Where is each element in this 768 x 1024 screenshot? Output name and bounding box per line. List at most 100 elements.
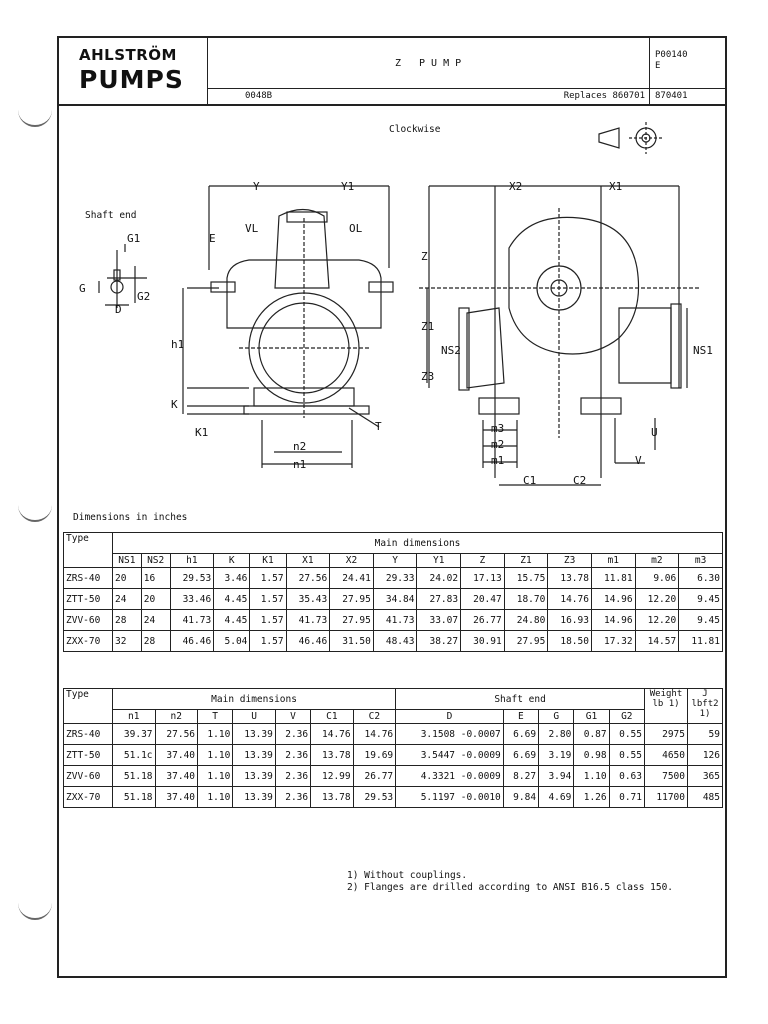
table-cell: 5.1197 -0.0010: [395, 786, 504, 808]
table-cell: 4.3321 -0.0009: [395, 765, 504, 787]
document-code: P00140: [655, 50, 688, 60]
table2-col-header: G: [538, 709, 575, 724]
table1-col-header: X2: [329, 553, 374, 568]
table-cell: 1.10: [573, 765, 610, 787]
table2-shaft-group-header: Shaft end: [395, 688, 645, 710]
table-cell: 11.81: [678, 630, 723, 652]
table-cell: 14.96: [590, 588, 636, 610]
table-cell: 0.87: [573, 723, 610, 745]
table-cell: 27.56: [154, 723, 199, 745]
table-cell: 13.78: [310, 744, 354, 766]
table-cell: 1.57: [249, 609, 287, 631]
table2-column-header-row: n1 n2 T U V C1 C2 D E G G1 G2: [64, 709, 723, 724]
table-cell: 0.63: [608, 765, 646, 787]
table1-col-header: K: [213, 553, 251, 568]
table-cell: 3.46: [213, 567, 251, 589]
table2-col-header: C1: [310, 709, 354, 724]
row-type: ZVV-60: [63, 765, 113, 787]
table1-col-header: NS2: [140, 553, 171, 568]
units-label: Dimensions in inches: [73, 512, 188, 523]
table-cell: 2.36: [274, 786, 312, 808]
table-cell: 41.73: [169, 609, 215, 631]
dim-label-y1: Y1: [341, 180, 355, 193]
dim-label-k1: K1: [195, 426, 209, 439]
table-cell: 14.76: [547, 588, 592, 610]
table-cell: 13.78: [547, 567, 592, 589]
table-cell: 29.33: [372, 567, 418, 589]
table-cell: 1.10: [197, 723, 234, 745]
table-cell: 16.93: [547, 609, 592, 631]
table1-col-header: Y1: [416, 553, 462, 568]
table-cell: 29.53: [352, 786, 397, 808]
table-cell: 26.77: [460, 609, 505, 631]
table-cell: 4.45: [213, 588, 251, 610]
shaft-end-table: Type Main dimensions Shaft end Weight lb…: [63, 688, 723, 808]
table-cell: 30.91: [460, 630, 505, 652]
binder-hole: [18, 500, 52, 522]
rotation-label: Clockwise: [389, 124, 441, 135]
table-cell: 33.07: [416, 609, 462, 631]
table2-main-group-header: Main dimensions: [111, 688, 397, 710]
dim-label-m1: m1: [491, 454, 505, 467]
table1-col-header: m1: [590, 553, 636, 568]
table1-col-header: X1: [285, 553, 331, 568]
row-type: ZRS-40: [63, 723, 113, 745]
table-cell: 29.53: [169, 567, 215, 589]
table-cell: 31.50: [329, 630, 374, 652]
table-cell: 27.56: [285, 567, 331, 589]
table2-col-header: E: [502, 709, 540, 724]
table-cell: 11.81: [590, 567, 636, 589]
table-cell: 51.18: [112, 786, 156, 808]
table-row: ZRS-40 20 16 29.53 3.46 1.57 27.56 24.41…: [63, 567, 723, 589]
dim-label-g2: G2: [137, 290, 151, 303]
table-cell: 3.94: [538, 765, 575, 787]
table-cell: 8.27: [502, 765, 540, 787]
weight-header: Weight lb 1): [644, 688, 688, 724]
dim-label-g: G: [79, 282, 86, 295]
table-cell: 6.69: [502, 723, 540, 745]
table-cell: 13.78: [310, 786, 354, 808]
table1-col-header: NS1: [112, 553, 142, 568]
table1-group-header: Main dimensions: [112, 532, 723, 554]
table-cell: 14.57: [634, 630, 680, 652]
table-cell: 9.84: [502, 786, 540, 808]
j-cell: 485: [687, 786, 723, 808]
table2-type-header: Type: [63, 688, 113, 724]
table-cell: 1.10: [197, 765, 234, 787]
revision-row: 0048B Replaces 860701: [207, 88, 649, 105]
dim-label-t: T: [375, 420, 382, 433]
dim-label-c2: C2: [573, 474, 587, 487]
rotation-symbol-icon: [598, 122, 663, 154]
dim-label-z3: Z3: [421, 370, 435, 383]
dim-label-k: K: [171, 398, 178, 411]
dim-label-y: Y: [253, 180, 260, 193]
table-row: ZXX-70 51.18 37.40 1.10 13.39 2.36 13.78…: [63, 786, 723, 808]
dim-label-h1: h1: [171, 338, 185, 351]
table2-col-header: G2: [608, 709, 646, 724]
table-cell: 27.95: [329, 609, 374, 631]
table-cell: 4.45: [213, 609, 251, 631]
shaft-end-label: Shaft end: [85, 210, 137, 221]
table-cell: 9.06: [634, 567, 680, 589]
table-cell: 51.1c: [112, 744, 156, 766]
dim-label-n2: n2: [293, 440, 307, 453]
dim-label-ns1: NS1: [693, 344, 713, 357]
table-cell: 37.40: [154, 744, 199, 766]
j-cell: 126: [687, 744, 723, 766]
pump-front-view: [182, 185, 394, 468]
table-cell: 0.55: [608, 744, 646, 766]
table-cell: 4.69: [538, 786, 575, 808]
table1-col-header: K1: [249, 553, 287, 568]
row-type: ZXX-70: [63, 630, 113, 652]
table2-col-header: U: [232, 709, 276, 724]
pump-side-view: [419, 185, 699, 486]
row-type: ZVV-60: [63, 609, 113, 631]
document-code-field: P00140 E 870401: [649, 38, 725, 104]
table-cell: 9.45: [678, 609, 723, 631]
table2-col-header: C2: [352, 709, 397, 724]
title-block: AHLSTRÖM PUMPS Z PUMP 0048B Replaces 860…: [59, 38, 725, 106]
table-cell: 24.41: [329, 567, 374, 589]
company-logo: AHLSTRÖM PUMPS: [59, 38, 208, 104]
table-cell: 48.43: [372, 630, 418, 652]
footnotes: 1) Without couplings. 2) Flanges are dri…: [347, 870, 673, 894]
